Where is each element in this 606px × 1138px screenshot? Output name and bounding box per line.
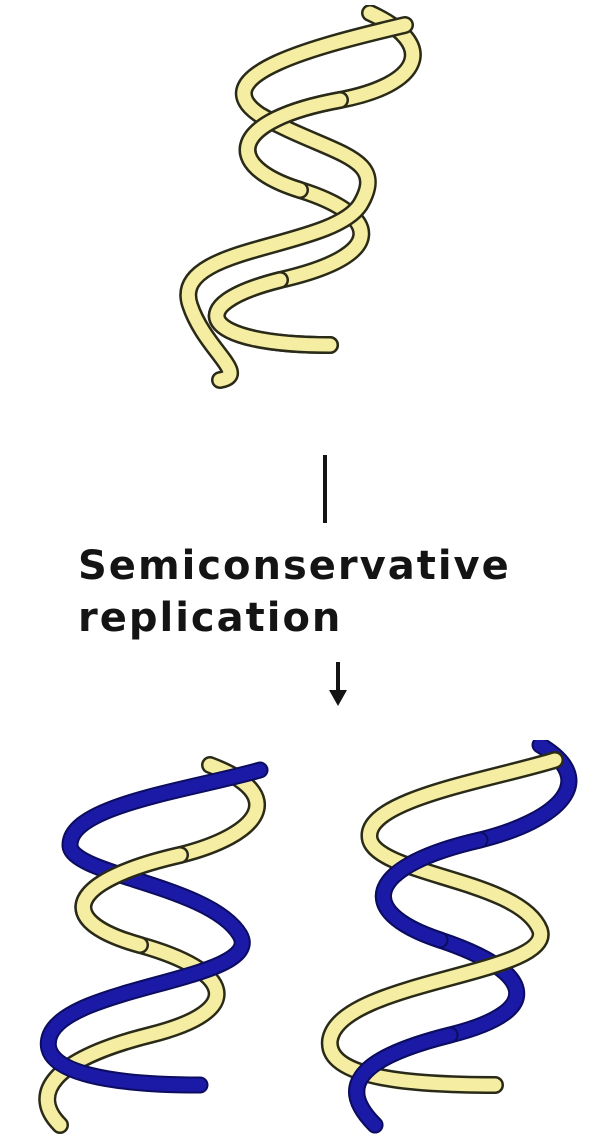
parent-dna-helix [140,5,430,395]
daughter-dna-helix-right [300,740,600,1135]
label-line-1: Semiconservative [78,540,606,592]
arrow-down-icon [320,660,360,708]
arrow-shaft [323,455,327,523]
daughter-dna-helix-left [10,755,300,1135]
label-line-2: replication [78,592,606,644]
process-label: Semiconservative replication [78,540,606,644]
